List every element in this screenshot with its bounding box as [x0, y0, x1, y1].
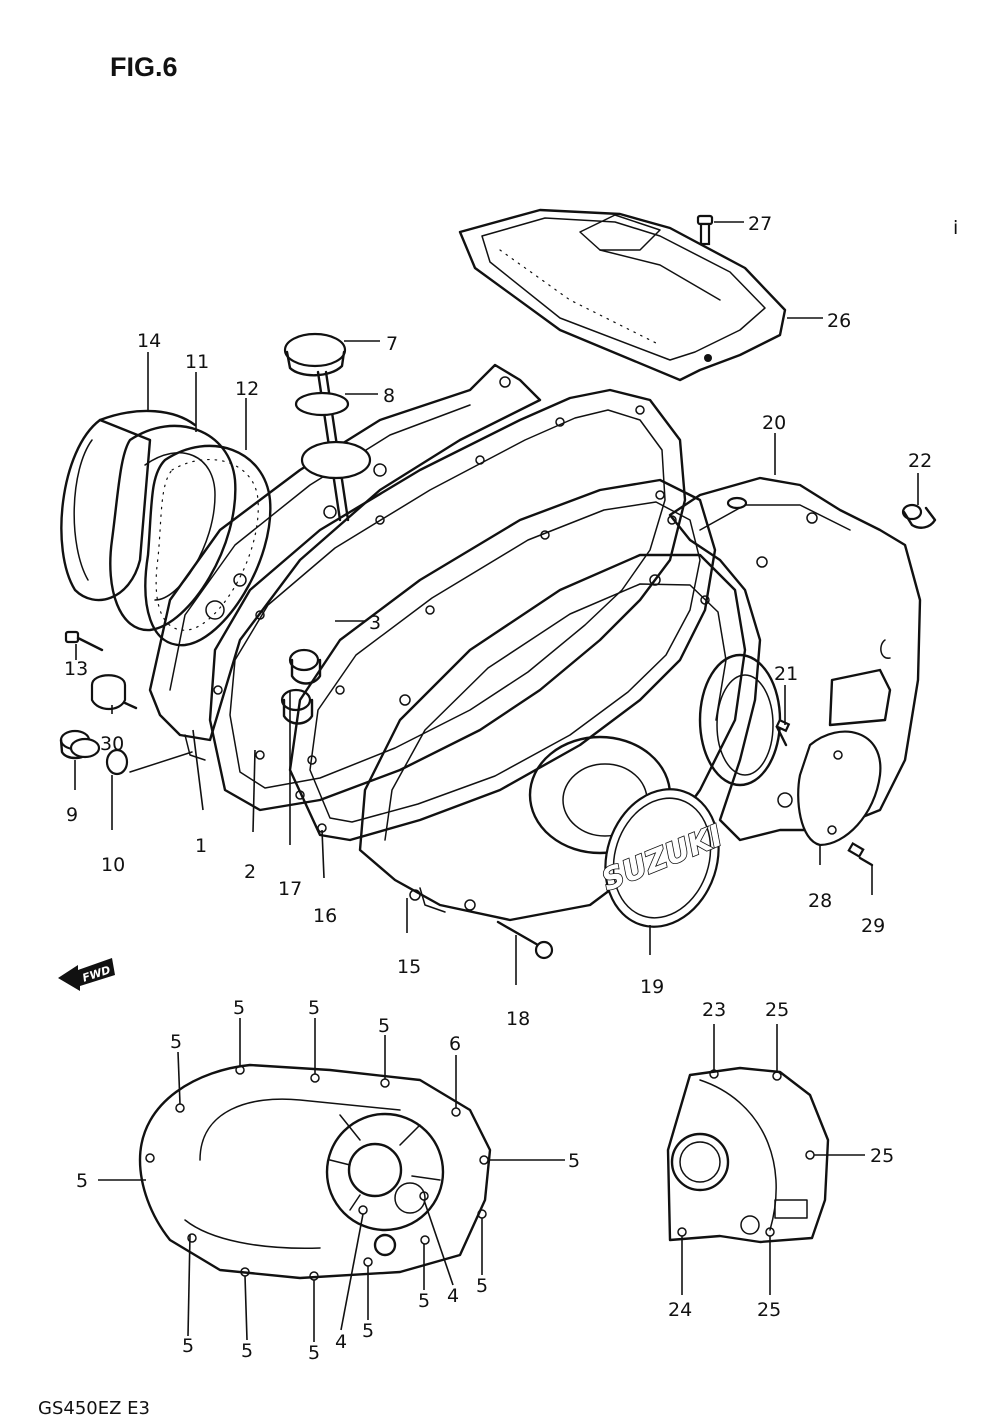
fitting-30 [90, 674, 138, 711]
callout-29: 29 [861, 915, 885, 937]
screw-29 [847, 842, 874, 867]
callout-30: 30 [100, 733, 124, 755]
callout-7: 7 [386, 333, 398, 355]
top-cover-26 [458, 208, 787, 382]
drain-plug-9 [59, 729, 101, 760]
screw-27 [696, 214, 714, 246]
gasket-callout: 5 [170, 1031, 182, 1053]
gasket-callout-numbers: 5 5 5 5 6 5 5 5 5 4 5 5 5 5 4 [76, 997, 580, 1364]
gasket-callout: 5 [378, 1015, 390, 1037]
callout-17: 17 [278, 878, 302, 900]
callout-12: 12 [235, 378, 259, 400]
callout-numbers: 1 2 3 7 8 9 10 11 12 13 14 15 16 17 18 1… [64, 213, 932, 1030]
callout-10: 10 [101, 854, 125, 876]
gasket-callout: 5 [418, 1290, 430, 1312]
callout-26: 26 [827, 310, 851, 332]
callout-18: 18 [506, 1008, 530, 1030]
gasket-callout: 4 [447, 1285, 459, 1307]
cap-28 [797, 730, 882, 847]
callout-15: 15 [397, 956, 421, 978]
gen-callout: 24 [668, 1299, 692, 1321]
callout-14: 14 [137, 330, 161, 352]
callout-11: 11 [185, 351, 209, 373]
gasket-16 [288, 478, 717, 842]
emblem-19: SUZUKI [596, 788, 728, 928]
callout-28: 28 [808, 890, 832, 912]
gasket-leader-lines [98, 1018, 865, 1342]
gasket-2 [208, 388, 687, 812]
callout-22: 22 [908, 450, 932, 472]
leader-dash-10-1 [129, 751, 193, 773]
right-cover-20 [668, 476, 922, 842]
gasket-callout: 5 [182, 1335, 194, 1357]
callout-16: 16 [313, 905, 337, 927]
callout-19: 19 [640, 976, 664, 998]
gasket-callout: 5 [76, 1170, 88, 1192]
small-mark: i [953, 217, 958, 239]
callout-20: 20 [762, 412, 786, 434]
clutch-cover-14 [60, 409, 197, 602]
callout-2: 2 [244, 861, 256, 883]
screw-21 [775, 718, 791, 747]
gen-callout: 23 [702, 999, 726, 1021]
gasket-callout: 5 [233, 997, 245, 1019]
callout-27: 27 [748, 213, 772, 235]
leader-lines [74, 221, 919, 985]
callout-9: 9 [66, 804, 78, 826]
crankcase-cover-1 [148, 363, 542, 761]
screw-13 [64, 630, 104, 652]
generator-gasket-outline [666, 1066, 830, 1244]
gasket-callout: 5 [308, 997, 320, 1019]
fwd-label: FWD [81, 963, 112, 984]
gasket-12 [144, 444, 272, 647]
callout-13: 13 [64, 658, 88, 680]
gasket-callout: 5 [476, 1275, 488, 1297]
dowel-22 [901, 503, 937, 529]
gasket-callout: 6 [449, 1033, 461, 1055]
gasket-callout: 5 [308, 1342, 320, 1364]
callout-3: 3 [369, 612, 381, 634]
gasket-callout: 5 [362, 1320, 374, 1342]
figure-title: FIG.6 [110, 52, 178, 82]
figure-code: GS450EZ E3 [38, 1398, 150, 1416]
fwd-arrow: FWD [58, 958, 115, 991]
gasket-callout: 5 [568, 1150, 580, 1172]
gasket-callout: 5 [241, 1340, 253, 1362]
filler-cap-7 [283, 332, 350, 522]
gen-callout: 25 [870, 1145, 894, 1167]
gen-callout: 25 [765, 999, 789, 1021]
o-ring-8 [294, 391, 350, 417]
clutch-gasket-outline [138, 1063, 492, 1281]
dowel-pins-17 [280, 648, 322, 725]
filler-neck [300, 440, 372, 480]
gen-callout-numbers: 23 25 25 24 25 [668, 999, 894, 1321]
callout-8: 8 [383, 385, 395, 407]
gen-callout: 25 [757, 1299, 781, 1321]
callout-1: 1 [195, 835, 207, 857]
washer-10 [105, 748, 129, 776]
callout-21: 21 [774, 663, 798, 685]
screw-18 [496, 920, 554, 960]
gasket-callout: 4 [335, 1331, 347, 1353]
